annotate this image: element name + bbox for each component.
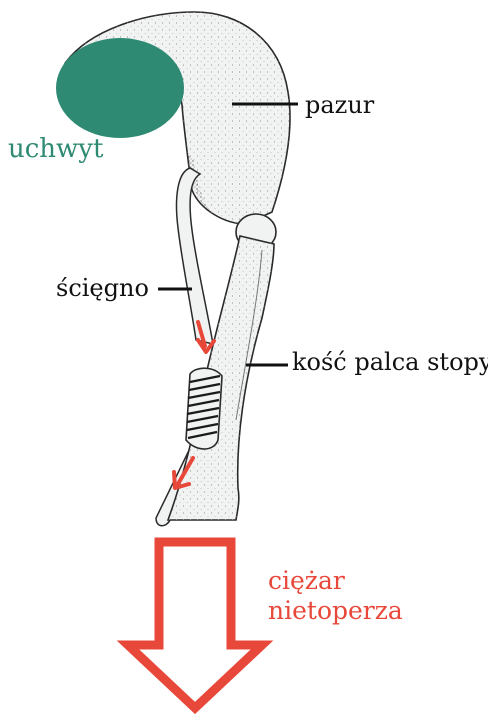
ratchet-sheath [186, 368, 222, 449]
bat-weight-label-line2: nietoperza [268, 596, 403, 626]
grip-blob [56, 38, 184, 138]
grip-label: uchwyt [8, 136, 103, 162]
toe-bone-label: kość palca stopy [292, 350, 488, 374]
bat-weight-arrow [128, 542, 262, 708]
tendon-label: ścięgno [56, 276, 149, 300]
bat-weight-label: ciężar nietoperza [268, 566, 403, 626]
claw-label: pazur [305, 93, 374, 117]
bat-weight-label-line1: ciężar [268, 566, 403, 596]
